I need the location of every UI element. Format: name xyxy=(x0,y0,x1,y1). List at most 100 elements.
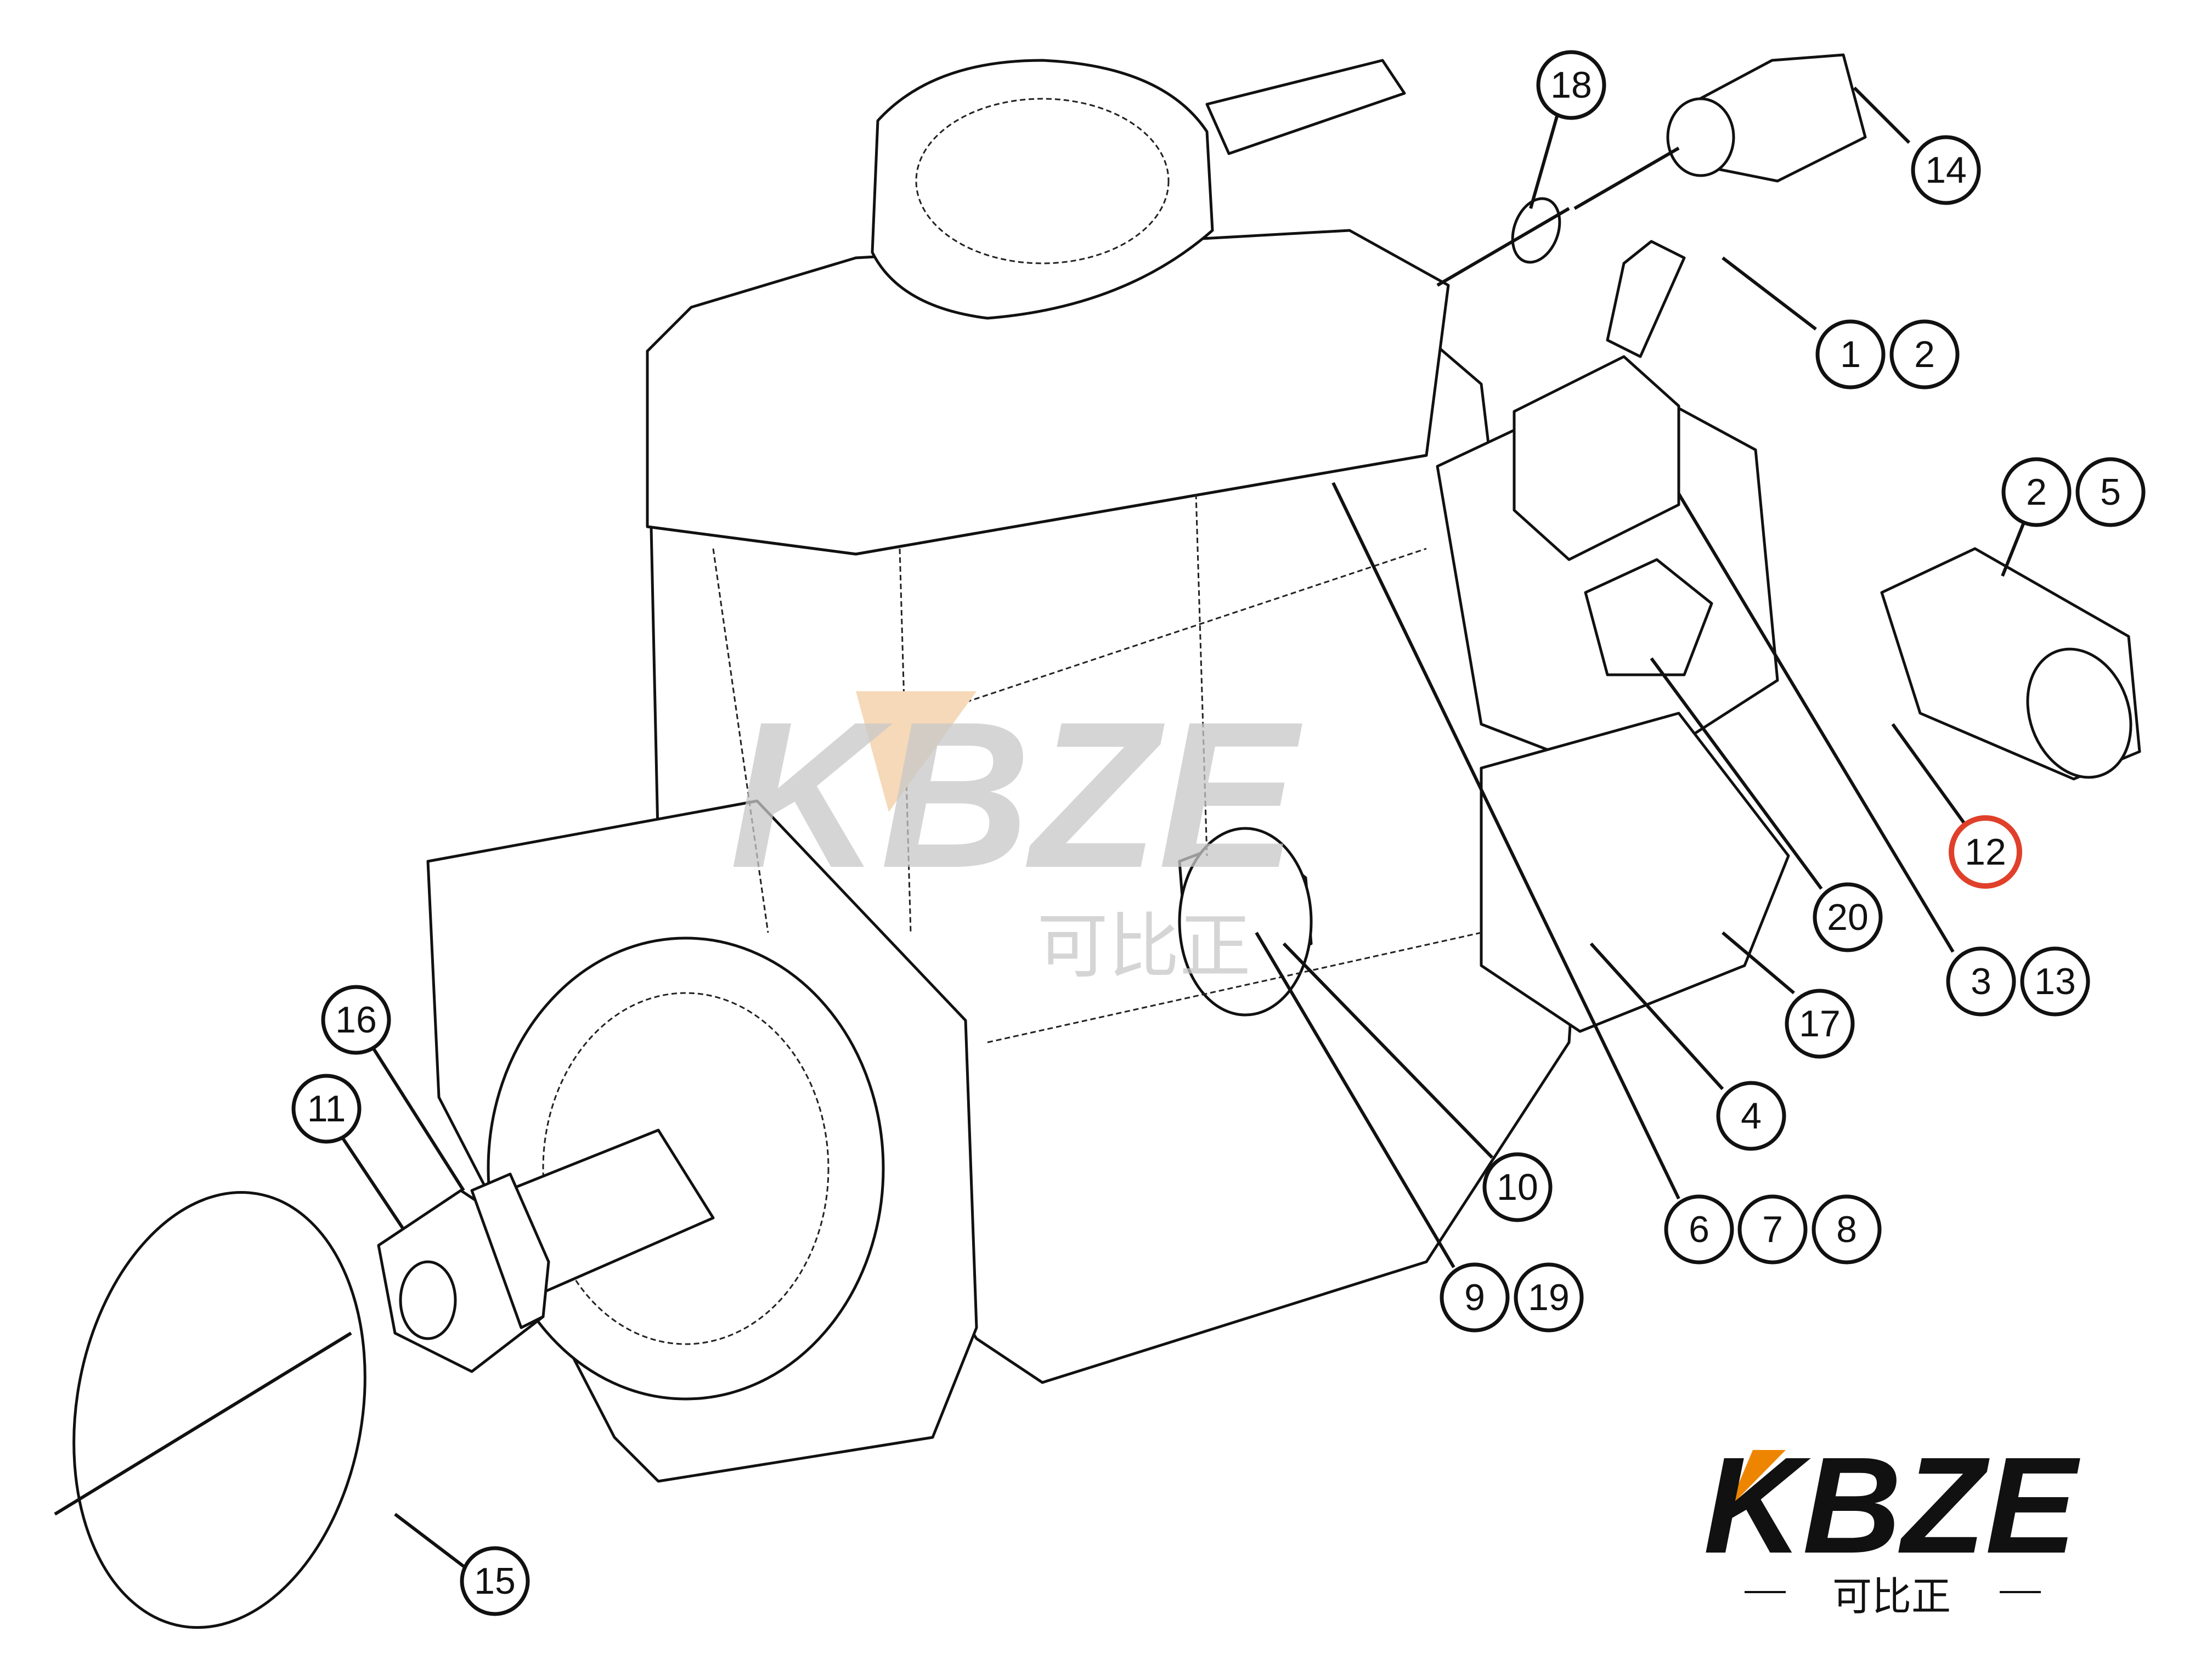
callout-4[interactable]: 4 xyxy=(1716,1081,1786,1151)
o-ring xyxy=(72,1190,366,1629)
leader-10 xyxy=(1282,942,1494,1159)
callout-circle xyxy=(291,1074,362,1144)
shaft-nut-bore xyxy=(399,1260,457,1340)
callout-18[interactable]: 18 xyxy=(1536,50,1606,120)
callout-number: 1 xyxy=(1840,334,1861,375)
seal-ring xyxy=(1511,197,1561,264)
lower-housing xyxy=(1480,712,1790,1033)
leader-3-13 xyxy=(1677,493,1955,953)
callout-number: 8 xyxy=(1836,1209,1857,1250)
watermark-subtext: 可比正 xyxy=(1037,905,1251,988)
callout-circle xyxy=(1536,50,1606,120)
callout-12-highlighted[interactable]: 12 xyxy=(1949,815,2022,889)
watermark-text: KBZE xyxy=(730,678,1305,911)
leader-16 xyxy=(371,1047,465,1192)
leader-2-5 xyxy=(2001,520,2026,577)
pump-assembly-drawing xyxy=(54,53,2141,1629)
leader-1-2 xyxy=(1722,256,1817,331)
callout-17[interactable]: 17 xyxy=(1785,989,1855,1059)
logo-subtext: 可比正 xyxy=(1832,1573,1951,1620)
callout-10[interactable]: 10 xyxy=(1482,1152,1553,1222)
logo-accent xyxy=(1728,1450,1786,1509)
pump-head-edge xyxy=(647,454,1427,556)
callout-number: 5 xyxy=(2100,471,2121,513)
callout-circle xyxy=(1911,135,1981,205)
shaft-washer xyxy=(470,1172,550,1329)
fitting-axis-line xyxy=(1573,146,1680,210)
callout-circle xyxy=(1889,319,1960,390)
callout-number: 12 xyxy=(1965,831,2006,873)
callout-circle xyxy=(2075,457,2146,527)
callout-number: 20 xyxy=(1827,896,1869,938)
seal-axis-line xyxy=(1436,207,1570,287)
callout-number: 10 xyxy=(1497,1166,1538,1208)
leader-11 xyxy=(341,1137,405,1230)
leader-20 xyxy=(1650,657,1823,890)
leader-12 xyxy=(1891,723,1966,824)
leader-9-19 xyxy=(1255,932,1455,1268)
callout-9-19[interactable]: 9 19 xyxy=(1440,1262,1584,1333)
flange-boss-inner xyxy=(542,992,830,1345)
banjo-fitting-bore xyxy=(1666,97,1735,177)
flange-boss xyxy=(487,936,885,1401)
callout-number: 9 xyxy=(1464,1277,1485,1318)
callout-number: 16 xyxy=(335,999,377,1041)
callout-number: 13 xyxy=(2034,961,2076,1002)
axis-line xyxy=(54,1331,352,1516)
leader-lines xyxy=(341,86,2026,1568)
callout-number: 15 xyxy=(474,1560,516,1602)
inlet-fitting xyxy=(1606,240,1686,358)
leader-17 xyxy=(1722,931,1795,995)
callout-circle-highlighted xyxy=(1949,815,2022,889)
outlet-fitting-bore xyxy=(2026,647,2132,779)
callout-circle xyxy=(2020,946,2090,1017)
callout-circle xyxy=(460,1546,530,1616)
callout-2-5[interactable]: 2 5 xyxy=(2001,457,2146,527)
callout-number: 11 xyxy=(307,1088,346,1130)
leader-15 xyxy=(394,1513,465,1568)
callout-number: 18 xyxy=(1550,64,1592,106)
callout-circle xyxy=(1716,1081,1786,1151)
callout-circle xyxy=(1812,1194,1882,1265)
callout-20[interactable]: 20 xyxy=(1813,882,1883,952)
side-bolt xyxy=(1584,558,1713,676)
callout-number: 2 xyxy=(2026,471,2047,513)
callout-circle xyxy=(2001,457,2072,527)
top-cover-detail xyxy=(915,98,1170,264)
sensor-connector xyxy=(1513,355,1680,561)
callouts: 18 14 1 2 2 5 12 20 3 1 xyxy=(291,50,2146,1616)
leader-6-7-8 xyxy=(1331,482,1680,1200)
callout-11[interactable]: 11 xyxy=(291,1074,362,1144)
callout-circle xyxy=(1785,989,1855,1059)
callout-circle xyxy=(1946,946,2016,1017)
callout-number: 4 xyxy=(1741,1095,1762,1137)
callout-number: 6 xyxy=(1689,1209,1709,1250)
callout-number: 3 xyxy=(1971,961,1991,1002)
callout-circle xyxy=(1482,1152,1553,1222)
callout-circle xyxy=(321,985,391,1055)
callout-circle xyxy=(1514,1262,1584,1333)
logo-text: KBZE xyxy=(1703,1429,2080,1582)
callout-number: 14 xyxy=(1925,149,1967,191)
callout-circle xyxy=(1664,1194,1734,1265)
callout-number: 17 xyxy=(1799,1003,1841,1045)
leader-4 xyxy=(1589,942,1724,1091)
leader-14 xyxy=(1853,86,1911,144)
body-detail xyxy=(712,493,1482,1043)
callout-number: 19 xyxy=(1528,1277,1570,1318)
callout-circle xyxy=(1813,882,1883,952)
top-outlet-pipe xyxy=(1205,59,1406,155)
callout-circle xyxy=(1815,319,1886,390)
callout-3-13[interactable]: 3 13 xyxy=(1946,946,2090,1017)
watermark-accent xyxy=(856,691,977,812)
watermark: KBZE 可比正 xyxy=(730,678,1305,988)
callout-6-7-8[interactable]: 6 7 8 xyxy=(1664,1194,1882,1265)
callout-number: 7 xyxy=(1762,1209,1783,1250)
callout-14[interactable]: 14 xyxy=(1911,135,1981,205)
callout-number: 2 xyxy=(1914,334,1935,375)
callout-circle xyxy=(1737,1194,1808,1265)
callout-15[interactable]: 15 xyxy=(460,1546,530,1616)
callout-1-2[interactable]: 1 2 xyxy=(1815,319,1960,390)
callout-16[interactable]: 16 xyxy=(321,985,391,1055)
